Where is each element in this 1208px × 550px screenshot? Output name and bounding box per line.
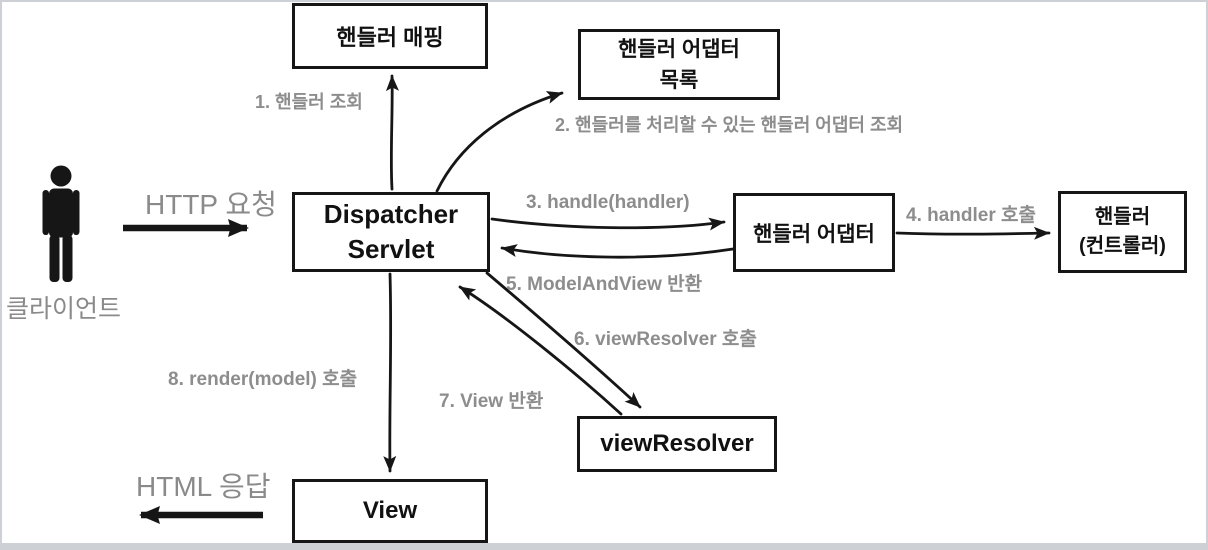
arrow-step2-adapter-lookup	[435, 91, 564, 193]
window-bottom-border	[0, 543, 1208, 550]
arrow-step3-handle	[490, 217, 726, 231]
arrow-step7-view-return	[458, 285, 623, 416]
step5-label: 5. ModelAndView 반환	[506, 274, 703, 295]
arrow-step6-viewresolver-call	[485, 271, 642, 409]
view-resolver-label: viewResolver	[600, 430, 754, 457]
handler-adapter-node: 핸들러 어댑터	[733, 193, 895, 272]
dispatcher-servlet-node: Dispatcher Servlet	[292, 192, 490, 272]
arrow-step1-handler-lookup	[385, 74, 399, 191]
http-request-label: HTTP 요청	[145, 189, 277, 220]
step1-label: 1. 핸들러 조회	[255, 92, 363, 112]
arrow-step8-render-call	[383, 272, 397, 473]
handler-controller-line2: (컨트롤러)	[1079, 235, 1166, 257]
dispatcher-servlet-line2: Servlet	[347, 234, 435, 264]
step7-label: 7. View 반환	[439, 391, 544, 412]
handler-adapter-label: 핸들러 어댑터	[753, 222, 875, 246]
handler-adapter-list-node: 핸들러 어댑터 목록	[578, 29, 780, 100]
view-label: View	[362, 497, 418, 524]
dispatcher-servlet-line1: Dispatcher	[323, 199, 459, 229]
step4-label: 4. handler 호출	[906, 205, 1036, 226]
client-label: 클라이언트	[6, 295, 122, 323]
step8-label: 8. render(model) 호출	[168, 369, 358, 390]
arrow-step4-handler-call	[895, 226, 1051, 240]
view-resolver-node: viewResolver	[577, 416, 777, 472]
person-icon	[42, 165, 80, 282]
view-node: View	[292, 479, 488, 543]
handler-mapping-node: 핸들러 매핑	[292, 3, 488, 69]
handler-adapter-list-line2: 목록	[659, 68, 699, 92]
step3-label: 3. handle(handler)	[526, 192, 690, 213]
arrow-step5-modelandview	[500, 244, 735, 259]
handler-controller-line1: 핸들러	[1094, 206, 1151, 228]
handler-mapping-label: 핸들러 매핑	[336, 25, 444, 50]
step6-label: 6. viewResolver 호출	[574, 329, 757, 350]
step2-label: 2. 핸들러를 처리할 수 있는 핸들러 어댑터 조회	[555, 115, 904, 135]
html-response-label: HTML 응답	[136, 471, 271, 502]
handler-controller-node: 핸들러 (컨트롤러)	[1058, 191, 1187, 273]
handler-adapter-list-line1: 핸들러 어댑터	[618, 37, 740, 61]
